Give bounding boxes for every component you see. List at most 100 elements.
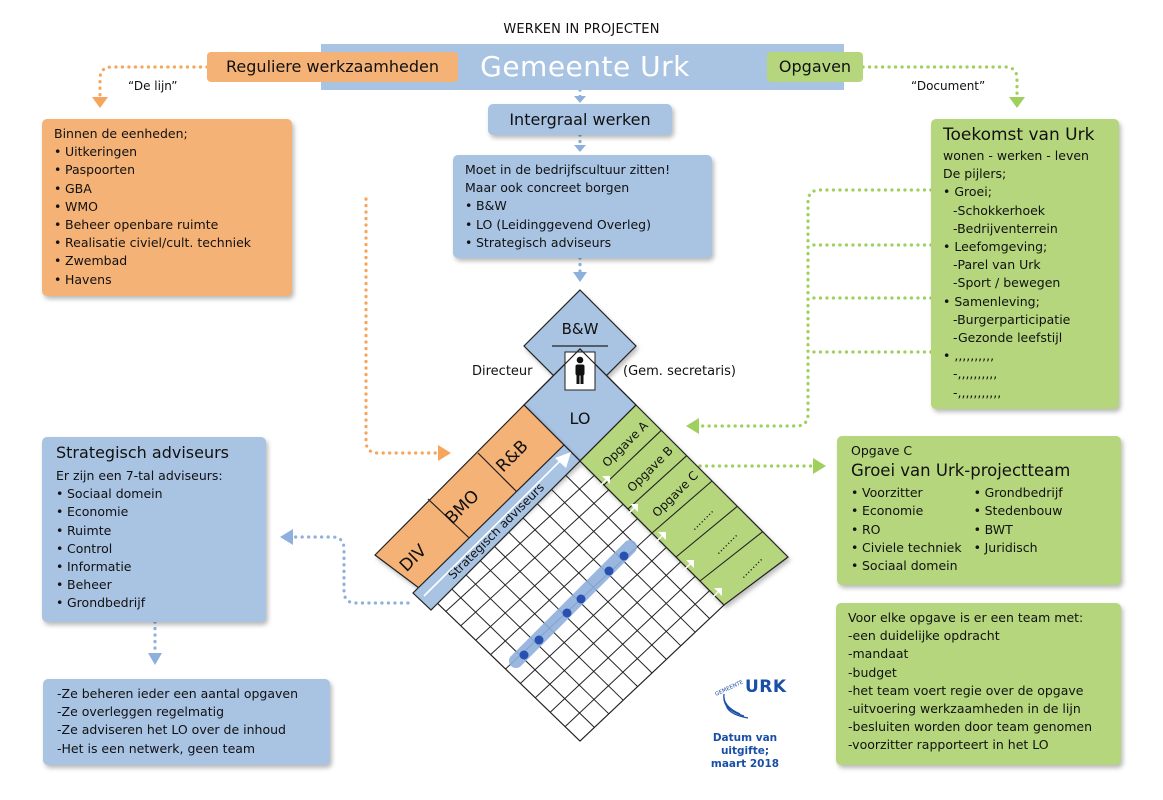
toekomst-line: -Parel van Urk xyxy=(953,257,1041,273)
bedrijfscultuur-box: Moet in de bedrijfscultuur zitten! Maar … xyxy=(453,155,712,258)
opgave-divider xyxy=(699,531,764,582)
eenheden-item: Beheer openbare ruimte xyxy=(54,216,280,234)
opgave-divider xyxy=(627,455,688,510)
opgave-c-member: Juridisch xyxy=(974,539,1063,557)
strat-item: Economie xyxy=(56,503,252,521)
opgave-c-col1: Voorzitter Economie RO Civiele techniek … xyxy=(851,484,962,575)
arrowhead-strat xyxy=(280,529,293,545)
strat-note-line: -Ze beheren ieder een aantal opgaven xyxy=(57,686,299,701)
team-box: Voor elke opgave is er een team met: -ee… xyxy=(836,603,1121,765)
banner-title: Gemeente Urk xyxy=(480,50,690,83)
urk-logo-mark: GEMEENTE xyxy=(714,679,749,719)
opgaven-label: Opgaven xyxy=(767,52,863,82)
strategisch-adviseurs-box: Strategisch adviseurs Er zijn een 7-tal … xyxy=(42,437,266,622)
logo-arc-text: GEMEENTE xyxy=(714,679,745,697)
project-dots xyxy=(519,551,629,660)
strat-item: Sociaal domein xyxy=(56,485,252,503)
toekomst-line: -Bedrijventerrein xyxy=(953,220,1058,236)
toekomst-line: • Leefomgeving; xyxy=(943,239,1048,255)
strat-note-line: -Het is een netwerk, geen team xyxy=(57,740,256,756)
team-line: -mandaat xyxy=(848,646,909,662)
strat-heading: Strategisch adviseurs xyxy=(56,443,229,462)
grid-line xyxy=(520,547,667,684)
eenheden-item: GBA xyxy=(54,180,280,198)
team-line: -voorzitter rapporteert in het LO xyxy=(848,737,1049,753)
opgave-divider xyxy=(651,480,713,534)
organisation-diamond: B&W LO DIV BMO R&B Strategisch adviseurs… xyxy=(370,289,800,742)
eenheden-item: WMO xyxy=(54,198,280,216)
arrowhead-eenheden xyxy=(438,445,451,461)
opgave-c-title: Groei van Urk-projectteam xyxy=(851,461,1071,481)
arrowhead-document xyxy=(1009,97,1025,108)
opgave-c-member: Stedenbouw xyxy=(974,502,1063,520)
grid-line xyxy=(564,590,710,727)
strat-item: Beheer xyxy=(56,576,252,594)
grid-line xyxy=(534,561,682,699)
arrowhead-pillars xyxy=(686,418,699,434)
document-label: “Document” xyxy=(911,79,986,93)
grid-line xyxy=(549,575,696,713)
team-line: Voor elke opgave is er een team met: xyxy=(848,610,1084,625)
team-line: -het team voert regie over de opgave xyxy=(848,682,1084,698)
cultuur-item: B&W xyxy=(465,197,700,215)
bw-label: B&W xyxy=(562,320,599,338)
arrowhead-strat-note xyxy=(148,653,162,665)
strat-note-line: -Ze adviseren het LO over de inhoud xyxy=(57,722,286,738)
strat-item: Control xyxy=(56,540,252,558)
uitgifte-line: Datum van uitgifte; xyxy=(712,732,778,757)
opgave-c-member: Economie xyxy=(851,502,962,520)
strat-item: Ruimte xyxy=(56,522,252,540)
uitgifte-datum: Datum van uitgifte; maart 2018 xyxy=(695,732,795,771)
eenheden-item: Uitkeringen xyxy=(54,143,280,161)
cultuur-item: Strategisch adviseurs xyxy=(465,234,700,252)
toekomst-line: -,,,,,,,,,,, xyxy=(953,384,1002,400)
toekomst-line: De pijlers; xyxy=(943,166,1007,182)
opgave-c-member: RO xyxy=(851,521,962,539)
opgave-c-member: Voorzitter xyxy=(851,484,962,502)
cultuur-item: LO (Leidinggevend Overleg) xyxy=(465,216,700,234)
cultuur-line: Moet in de bedrijfscultuur zitten! xyxy=(465,162,671,177)
cultuur-line: Maar ook concreet borgen xyxy=(465,180,630,196)
opgave-c-member: Sociaal domein xyxy=(851,557,962,575)
strat-sub: Er zijn een 7-tal adviseurs: xyxy=(56,468,223,483)
toekomst-line: wonen - werken - leven xyxy=(943,148,1089,163)
strat-item: Grondbedrijf xyxy=(56,594,252,612)
de-lijn-label: “De lijn” xyxy=(128,79,178,93)
toekomst-line: -Schokkerhoek xyxy=(953,202,1046,218)
toekomst-line: -Sport / bewegen xyxy=(953,275,1061,291)
team-line: -een duidelijke opdracht xyxy=(848,628,1000,644)
opgave-c-member: BWT xyxy=(974,521,1063,539)
toekomst-line: • Samenleving; xyxy=(943,293,1040,309)
toekomst-line: -Gezonde leefstijl xyxy=(953,330,1063,346)
opgave-divider xyxy=(675,505,738,558)
toekomst-box: Toekomst van Urk wonen - werken - leven … xyxy=(931,119,1119,409)
arrowhead-diamond xyxy=(573,272,587,282)
urk-logo-text: URK xyxy=(745,677,787,697)
connector-eenheden-diamond xyxy=(364,197,439,455)
toekomst-heading: Toekomst van Urk xyxy=(943,125,1095,145)
opgave-c-col2: Grondbedrijf Stedenbouw BWT Juridisch xyxy=(974,484,1063,575)
page-title: WERKEN IN PROJECTEN xyxy=(503,22,660,37)
directeur-label: Directeur xyxy=(472,364,533,379)
eenheden-box: Binnen de eenheden; Uitkeringen Paspoort… xyxy=(42,119,292,296)
eenheden-item: Realisatie civiel/cult. techniek xyxy=(54,234,280,252)
opgave-c-member: Grondbedrijf xyxy=(974,484,1063,502)
eenheden-item: Havens xyxy=(54,271,280,289)
uitgifte-line: maart 2018 xyxy=(710,758,780,770)
eenheden-item: Zwembad xyxy=(54,252,280,270)
connector-strat xyxy=(291,535,410,605)
strat-note-box: -Ze beheren ieder een aantal opgaven -Ze… xyxy=(43,679,330,765)
toekomst-line: • ,,,,,,,,,, xyxy=(943,348,995,364)
strat-arrow xyxy=(555,452,571,468)
arrowhead-integraal xyxy=(574,96,586,103)
gem-secretaris-label: (Gem. secretaris) xyxy=(623,364,736,379)
connector-pillars xyxy=(698,188,933,428)
opgave-c-box: Opgave C Groei van Urk-projectteam Voorz… xyxy=(837,436,1121,585)
arrowhead-lijn xyxy=(92,97,108,108)
opgave-divider xyxy=(603,429,662,486)
connector-lijn xyxy=(98,65,209,97)
integraal-werken-box: Intergraal werken xyxy=(488,104,672,135)
lo-label: LO xyxy=(570,409,591,428)
toekomst-line: -Burgerparticipatie xyxy=(953,311,1071,327)
